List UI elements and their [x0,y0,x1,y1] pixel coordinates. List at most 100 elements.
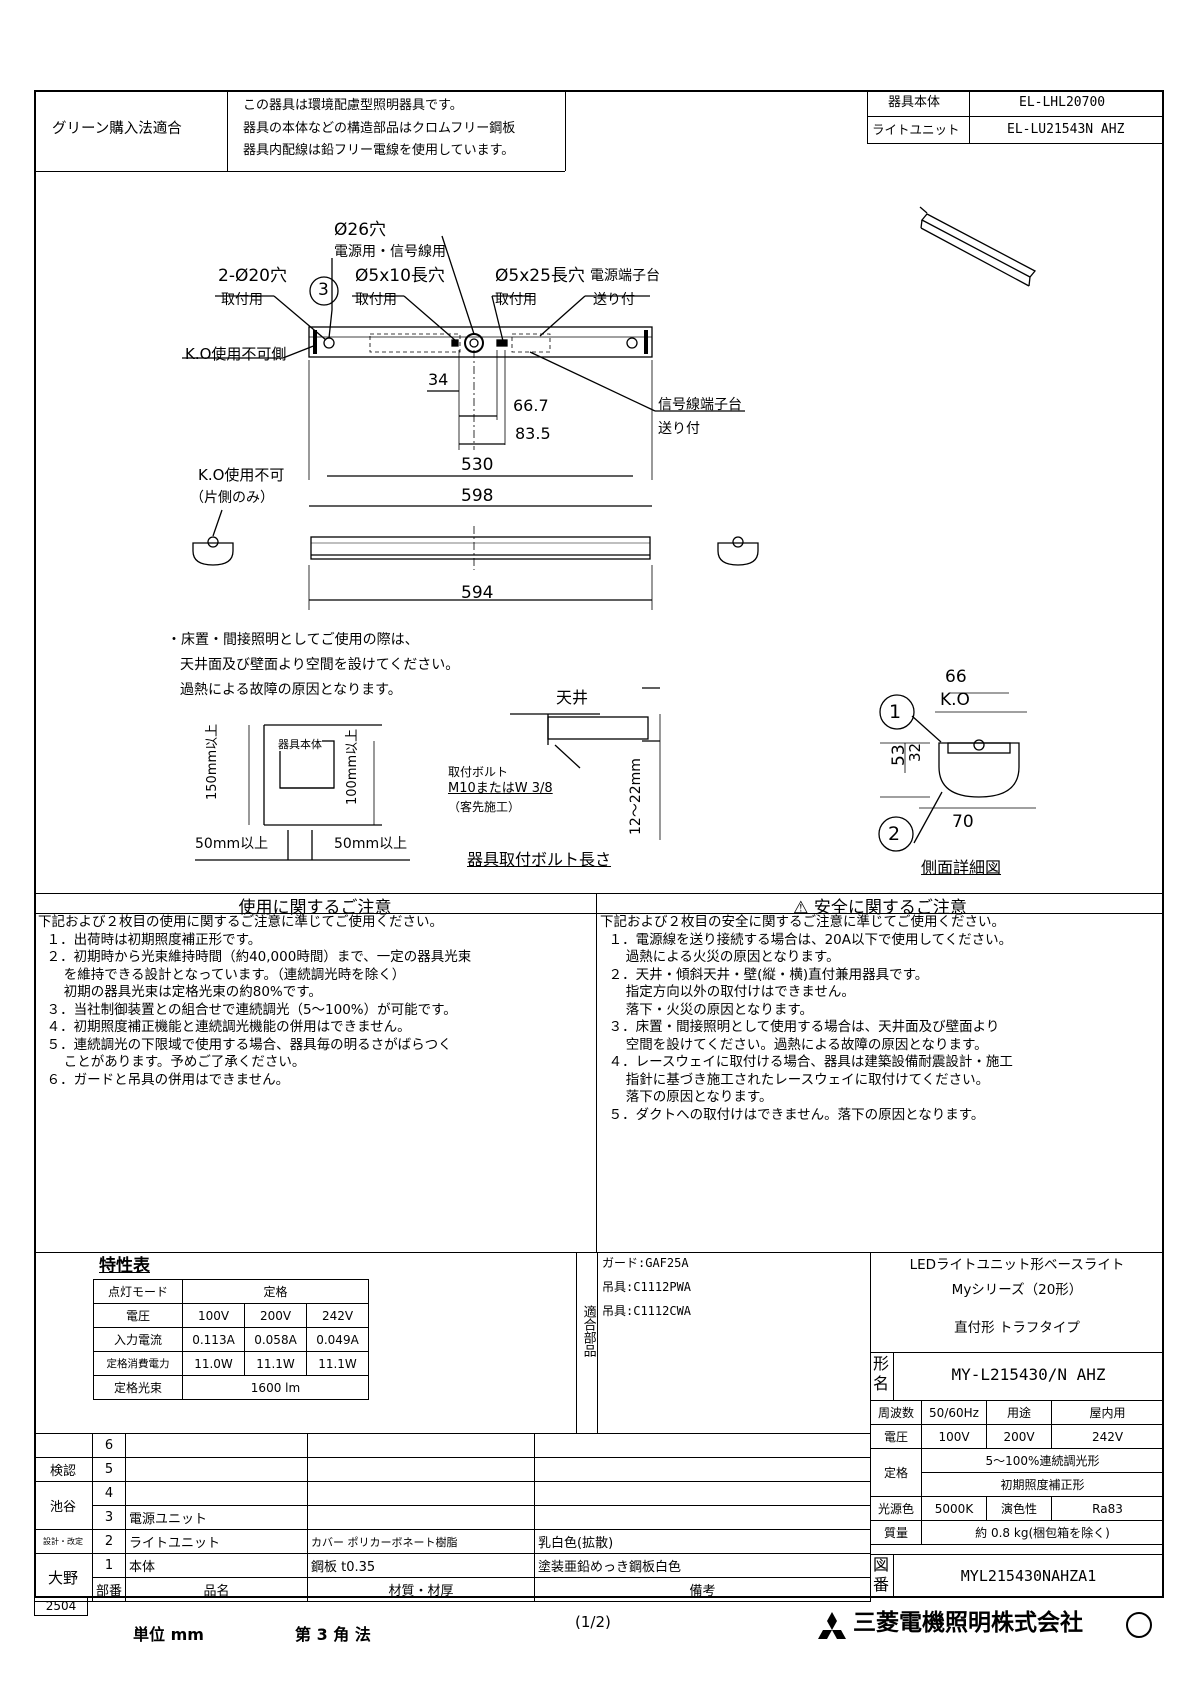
parts-label: 適合部品 [580,1305,596,1357]
drawing-no-label: 図番 [873,1555,890,1594]
ko-unusable-side: K.O使用不可側 [185,345,287,363]
fixture-front-view [310,536,651,560]
dim-50-right: 50mm以上 [334,836,408,852]
side-ko: K.O [940,690,970,710]
unit-label: 単位 mm [133,1625,204,1644]
unit-label: ライトユニット [872,122,960,137]
product-line [870,1554,1164,1555]
model-label: 形名 [873,1354,890,1393]
circle-mark-icon [1126,1612,1152,1638]
green-line: 器具の本体などの構造部品はクロムフリー鋼板 [243,121,516,136]
notices-top [34,893,1164,894]
mode-label: 点灯モード [93,1279,183,1304]
bom-head-name: 品名 [125,1577,309,1602]
fixture-thumbnail [920,213,1037,278]
green-line: この器具は環境配慮型照明器具です。 [243,98,463,113]
bom-name [125,1433,309,1458]
signal-terminal-sub: 送り付 [658,421,700,437]
approval-cell: 大野 [34,1553,93,1602]
current-cell: 0.113A [182,1327,245,1352]
bom-no: 4 [91,1481,127,1506]
power-label: 定格消費電力 [93,1351,183,1376]
drawing-no-divider [893,1554,894,1598]
cri-label: 演色性 [986,1496,1052,1521]
use-notice-title: 使用に関するご注意 [238,898,392,918]
hole-5x10-label: Ø5x10長穴 [355,266,445,286]
header-box-mid-h [867,116,1164,117]
approval-cell: 池谷 [34,1481,93,1530]
mass-label: 質量 [870,1520,922,1545]
page-indicator: (1/2) [575,1613,611,1631]
dim-150: 150mm以上 [205,723,220,800]
signal-terminal-label: 信号線端子台 [658,397,742,413]
bom-no: 3 [91,1505,127,1530]
lower-top [34,1252,1164,1253]
bom-material [307,1433,536,1458]
model-label-divider [893,1352,894,1400]
color-label: 光源色 [870,1496,922,1521]
notices-heading-line [34,913,1164,914]
header-divider [227,90,228,171]
rating-line: 5～100%連続調光形 [921,1448,1164,1473]
bolt-length: 12～22mm [628,758,644,835]
bom-no: 5 [91,1457,127,1482]
ko-unusable: K.O使用不可 [198,466,285,484]
bolt-label: 取付ボルト [448,765,509,779]
bom-name: 電源ユニット [125,1505,309,1530]
hole-5x25-label: Ø5x25長穴 [495,266,585,286]
voltage-label: 電圧 [93,1303,183,1328]
dim-66-7: 66.7 [513,396,549,415]
bolt-spec: M10またはW 3/8 [448,781,553,796]
voltage-cell: 100V [182,1303,245,1328]
model-number: MY-L215430/N AHZ [951,1365,1106,1384]
current-label: 入力電流 [93,1327,183,1352]
company-name: 三菱電機照明株式会社 [853,1610,1083,1636]
freq-label: 周波数 [870,1400,922,1425]
part-item: 吊具:C1112CWA [602,1304,692,1318]
product-name-line: LEDライトユニット形ベースライト [909,1257,1125,1273]
part-item: ガード:GAF25A [602,1256,689,1270]
side-dim-32: 32 [906,742,924,762]
bom-material [307,1481,536,1506]
bom-no: 2 [91,1529,127,1554]
bom-name [125,1481,309,1506]
volt-label: 電圧 [870,1424,922,1449]
dim-598: 598 [461,486,494,506]
spec-table: 点灯モード 定格 電圧 100V 200V 242V 入力電流 0.113A 0… [93,1279,369,1400]
bom-note [534,1457,871,1482]
drawing-number: MYL215430NAHZA1 [960,1567,1097,1585]
safety-notice-body: 下記および２枚目の安全に関するご注意に準じてご使用ください。 １．電源線を送り接… [600,914,1013,1123]
power-cell: 11.0W [182,1351,245,1376]
mass-value: 約 0.8 kg(梱包箱を除く) [921,1520,1164,1545]
bom-name [125,1457,309,1482]
product-spec-table: 周波数 50/60Hz 用途 屋内用 電圧 100V 200V 242V 定格 … [870,1400,1164,1545]
safety-notice-title: ⚠ 安全に関するご注意 [793,898,967,918]
volt-cell: 242V [1051,1424,1164,1449]
floor-note-line: ・床置・間接照明としてご使用の際は、 [167,632,419,648]
bom-material: 鋼板 t0.35 [307,1553,536,1578]
mode-value: 定格 [182,1279,369,1304]
body-label: 器具本体 [888,95,941,110]
approval-cell: 検認 [34,1457,93,1482]
end-cap-left [192,542,234,566]
floor-note-line: 過熱による故障の原因となります。 [180,682,402,698]
hole-20-use: 取付用 [221,292,263,308]
hole-26-use: 電源用・信号線用 [334,244,446,260]
bom-note: 塗装亜鉛めっき鋼板白色 [534,1553,871,1578]
header-divider [565,90,566,171]
side-detail-shape [938,742,1020,798]
voltage-cell: 200V [244,1303,307,1328]
bom-name: ライトユニット [125,1529,309,1554]
dim-34: 34 [428,370,449,389]
use-label: 用途 [986,1400,1052,1425]
bolt-sub: （客先施工） [448,800,521,814]
dim-530: 530 [461,455,494,475]
bom-note [534,1481,871,1506]
side-detail-title: 側面詳細図 [921,858,1002,877]
part-item: 吊具:C1112PWA [602,1280,692,1294]
approval-cell [34,1433,93,1458]
circle-1-label: 1 [889,701,902,723]
power-terminal-sub: 送り付 [593,292,635,308]
rating-label: 定格 [870,1448,922,1497]
